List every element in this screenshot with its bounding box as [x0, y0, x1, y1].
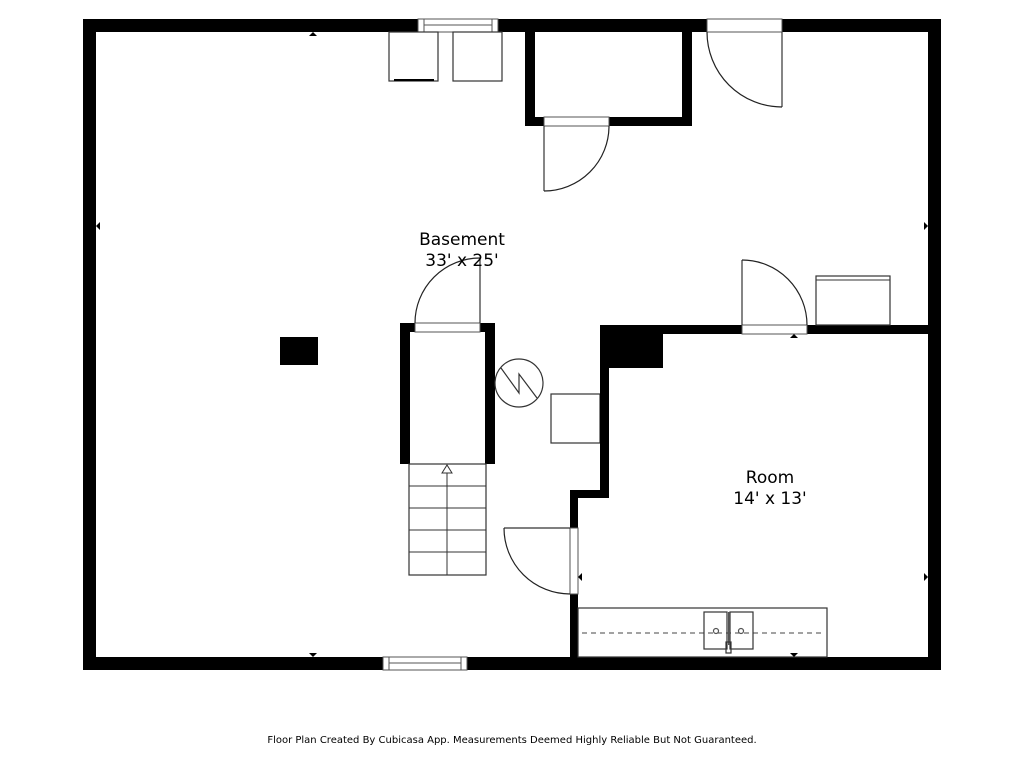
stairwell [400, 257, 495, 464]
closet [525, 32, 692, 192]
room-dimensions: 33' x 25' [425, 251, 499, 271]
sink-counter [577, 607, 828, 658]
dimension-markers [96, 32, 928, 657]
room-door-left [503, 527, 579, 595]
room-name: Basement [419, 230, 505, 250]
room-dimensions: 14' x 13' [733, 489, 807, 509]
cabinet [815, 275, 891, 326]
outer-walls [83, 19, 941, 670]
room-label-room: Room 14' x 13' [670, 468, 870, 510]
room-label-basement: Basement 33' x 25' [362, 230, 562, 272]
column [280, 337, 318, 365]
room-name: Room [745, 468, 795, 488]
top-right-door [706, 18, 783, 108]
top-window [417, 18, 499, 33]
footer-disclaimer: Floor Plan Created By Cubicasa App. Meas… [267, 735, 757, 746]
utility-box [550, 393, 601, 444]
bottom-window [382, 656, 468, 671]
water-heater [494, 358, 544, 408]
stairs [408, 463, 487, 576]
washer-dryer [388, 31, 503, 82]
room-door-top [741, 259, 808, 338]
